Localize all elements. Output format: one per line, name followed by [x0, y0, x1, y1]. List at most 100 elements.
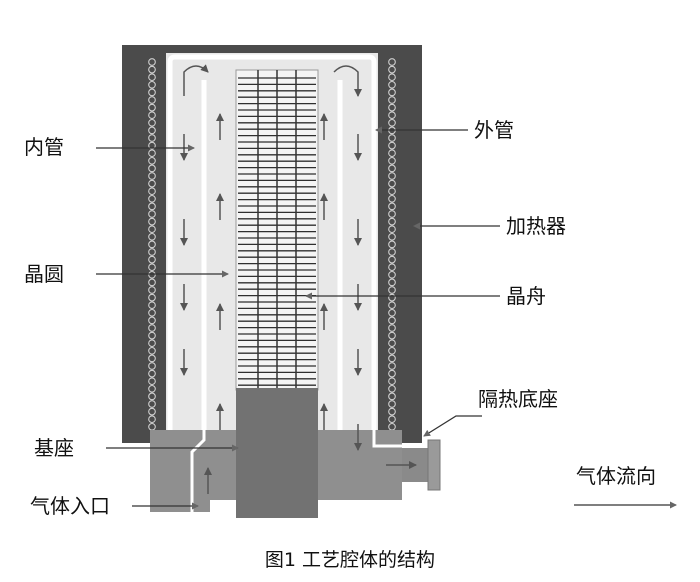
heater-coil-loop	[388, 407, 396, 416]
heater-coil-loop	[148, 149, 156, 158]
heater-coil-loop	[148, 324, 156, 332]
heater-coil-loop	[148, 263, 156, 272]
heater-coil-loop	[388, 392, 396, 401]
heater-coil-loop	[148, 111, 156, 120]
heater-coil-loop	[388, 80, 396, 89]
heater-coil-loop	[148, 377, 156, 386]
heater-coil-loop	[148, 126, 156, 135]
heater-coil-loop	[388, 187, 396, 196]
heater-coil-loop	[148, 362, 156, 370]
heater-coil-loop	[388, 134, 396, 142]
label-heater: 加热器	[506, 214, 566, 238]
heater-coil-loop	[148, 103, 156, 112]
heater-coil-loop	[388, 179, 396, 188]
heater-coil-icon	[388, 58, 396, 431]
heater-coil-loop	[148, 187, 156, 196]
heater-coil-loop	[148, 293, 156, 302]
heater-left-wall	[122, 45, 166, 443]
heater-coil-loop	[388, 194, 396, 203]
base-assembly	[150, 388, 441, 518]
heater-coil-loop	[388, 346, 396, 355]
heater-coil-loop	[388, 210, 396, 218]
heater-coil-loop	[148, 286, 156, 294]
heater-coil-loop	[148, 73, 156, 82]
heater-coil-loop	[148, 255, 156, 264]
heater-coil-loop	[148, 65, 156, 74]
heater-coil-loop	[148, 194, 156, 203]
heater-coil-loop	[148, 400, 156, 408]
heater-coil-loop	[388, 255, 396, 264]
heater-coil-loop	[388, 301, 396, 310]
pedestal	[236, 388, 318, 518]
heater	[122, 45, 422, 443]
label-wafer: 晶圆	[24, 262, 64, 286]
inlet-channel	[190, 430, 206, 512]
heater-coil-loop	[388, 278, 396, 287]
heater-coil-loop	[148, 179, 156, 188]
heater-coil-loop	[388, 377, 396, 386]
heater-coil-loop	[388, 232, 396, 241]
heater-coil-loop	[388, 172, 396, 180]
label-inner-tube: 内管	[24, 135, 64, 159]
heater-coil-loop	[148, 316, 156, 325]
heater-coil-loop	[388, 286, 396, 294]
heater-coil-loop	[148, 346, 156, 355]
heater-coil-loop	[388, 316, 396, 325]
heater-coil-loop	[148, 202, 156, 211]
heater-coil-loop	[148, 134, 156, 142]
heater-coil-loop	[388, 164, 396, 173]
label-outer-tube: 外管	[474, 118, 514, 142]
heater-coil-loop	[388, 65, 396, 74]
heater-coil-loop	[388, 149, 396, 158]
insulated-base-leader	[423, 415, 482, 437]
heater-coil-loop	[388, 240, 396, 249]
heater-coil-loop	[388, 217, 396, 226]
heater-coil-loop	[148, 308, 156, 317]
flow-arrow-icon	[333, 65, 362, 97]
label-wafer-boat: 晶舟	[506, 284, 546, 308]
heater-coil-loop	[388, 415, 396, 424]
heater-coil-loop	[148, 407, 156, 416]
heater-coil-loop	[388, 118, 396, 127]
label-insulated-base: 隔热底座	[478, 387, 558, 411]
heater-coil-loop	[388, 308, 396, 317]
figure-caption: 图1 工艺腔体的结构	[265, 549, 435, 571]
label-gas-inlet: 气体入口	[30, 494, 110, 518]
heater-coil-loop	[388, 384, 396, 393]
heater-coil-loop	[148, 339, 156, 348]
heater-coil-loop	[388, 354, 396, 363]
heater-coil-loop	[148, 278, 156, 287]
exhaust-flange	[427, 439, 441, 491]
heater-coil-loop	[388, 111, 396, 120]
heater-coil-loop	[148, 240, 156, 249]
heater-coil-loop	[388, 324, 396, 332]
heater-coil-loop	[388, 103, 396, 112]
heater-coil-loop	[148, 164, 156, 173]
heater-coil-loop	[148, 369, 156, 378]
insulated-base-edge	[372, 430, 402, 448]
heater-coil-loop	[148, 58, 156, 66]
heater-coil-loop	[148, 301, 156, 310]
heater-coil-loop	[388, 331, 396, 340]
heater-coil-loop	[388, 156, 396, 165]
heater-coil-loop	[388, 88, 396, 97]
heater-coil-loop	[388, 248, 396, 256]
heater-coil-loop	[148, 354, 156, 363]
heater-coil-loop	[388, 270, 396, 279]
heater-coil-loop	[148, 384, 156, 393]
heater-coil-loop	[148, 96, 156, 104]
heater-coil-loop	[388, 369, 396, 378]
heater-coil-loop	[148, 118, 156, 127]
heater-coil-loop	[148, 80, 156, 89]
label-pedestal: 基座	[34, 436, 74, 460]
heater-coil-loop	[148, 331, 156, 340]
heater-coil-loop	[388, 400, 396, 408]
heater-coil-loop	[148, 392, 156, 401]
heater-coil-loop	[388, 141, 396, 150]
label-gas-flow: 气体流向	[576, 464, 656, 488]
heater-coil-loop	[148, 225, 156, 234]
wafer-boat	[235, 69, 319, 391]
heater-right-wall	[378, 45, 422, 443]
heater-coil-loop	[388, 339, 396, 348]
heater-coil-loop	[388, 58, 396, 66]
